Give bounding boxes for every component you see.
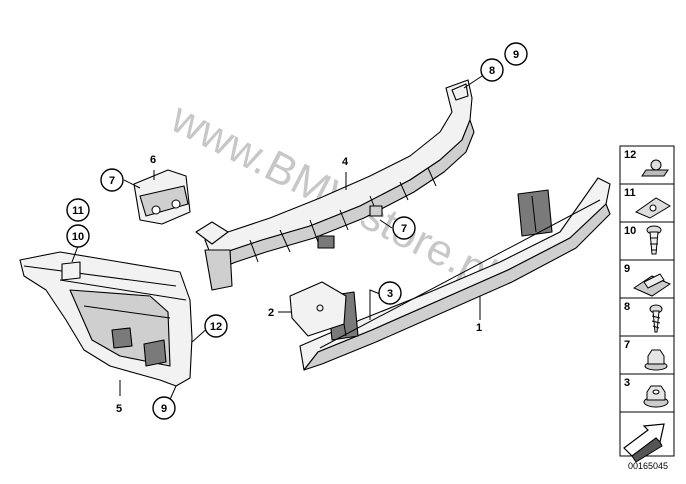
callout-part-10: 10 [66, 224, 90, 248]
legend-column: 12 11 10 9 8 7 [619, 145, 675, 463]
part-2-plate [289, 281, 347, 337]
legend-cell-8 [619, 297, 675, 337]
label-part-1: 1 [476, 322, 482, 334]
u-nut-clip-icon [641, 159, 669, 177]
callout-part-3-text: 3 [387, 288, 393, 300]
legend-number-12: 12 [624, 149, 636, 161]
legend-number-9: 9 [624, 263, 630, 275]
part-1-beam [299, 177, 611, 371]
part-6-bracket [133, 169, 191, 225]
callout-part-10-text: 10 [72, 231, 84, 243]
label-part-6: 6 [150, 154, 156, 166]
screw-icon [649, 304, 663, 333]
part-5-side-bracket [19, 251, 193, 387]
label-part-2: 2 [268, 307, 274, 319]
callout-part-8-text: 8 [489, 65, 495, 77]
legend-number-8: 8 [624, 301, 630, 313]
part-4-carrier [195, 79, 475, 291]
direction-arrow-icon [623, 423, 665, 463]
callout-part-9-bottom: 9 [152, 396, 176, 420]
legend-number-10: 10 [624, 225, 636, 237]
callout-part-12-text: 12 [210, 321, 222, 333]
label-part-5: 5 [116, 403, 122, 415]
callout-part-3: 3 [378, 281, 402, 305]
callout-part-9-bottom-text: 9 [161, 403, 167, 415]
callout-part-9-top-text: 9 [513, 49, 519, 61]
callout-part-11: 11 [66, 198, 90, 222]
diagram-id: 00165045 [628, 461, 668, 471]
callout-part-7-right-text: 7 [401, 223, 407, 235]
callout-part-9-top: 9 [504, 42, 528, 66]
legend-number-11: 11 [624, 187, 636, 199]
callout-part-11-text: 11 [72, 205, 84, 217]
callout-part-7-left: 7 [100, 168, 124, 192]
spring-nut-icon [634, 197, 671, 219]
legend-cell-12 [619, 145, 675, 185]
sheet-metal-nut-icon [632, 273, 672, 297]
legend-number-7: 7 [624, 339, 630, 351]
callout-part-8: 8 [480, 58, 504, 82]
hex-nut-collar-icon [644, 349, 668, 371]
expanding-rivet-icon [646, 225, 662, 255]
callout-part-7-left-text: 7 [109, 175, 115, 187]
callout-part-7-right: 7 [392, 216, 416, 240]
label-part-4: 4 [342, 156, 349, 168]
callout-part-12: 12 [204, 314, 228, 338]
hex-nut-flange-icon [643, 385, 669, 408]
legend-number-3: 3 [624, 377, 630, 389]
